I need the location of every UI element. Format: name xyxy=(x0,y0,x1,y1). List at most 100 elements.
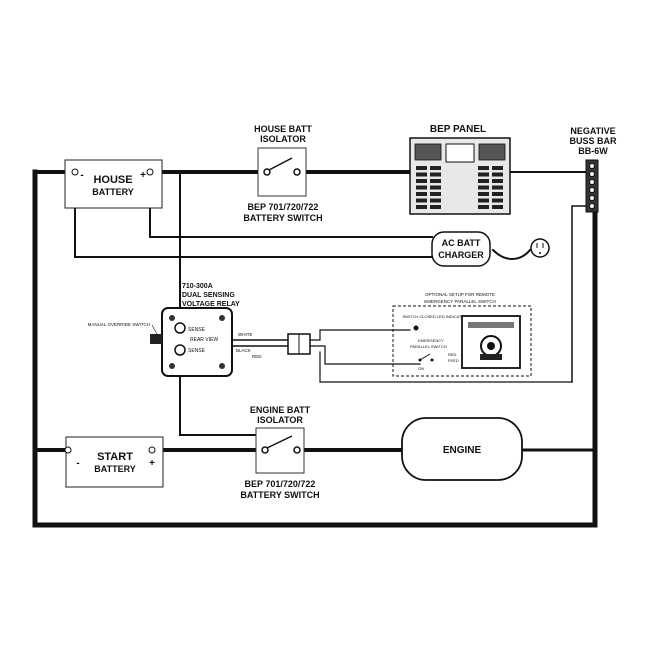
panel-breaker xyxy=(478,192,489,196)
remote-setup: OPTIONAL SETUP FOR REMOTE EMERGENCY PARA… xyxy=(392,292,532,377)
panel-breaker xyxy=(430,185,441,190)
negative-loop-wire xyxy=(32,169,598,528)
panel-breaker xyxy=(478,166,489,170)
house-battery-neg-terminal xyxy=(71,168,79,176)
svg-text:ISOLATOR: ISOLATOR xyxy=(260,134,306,144)
ac-battery-charger: AC BATT CHARGER xyxy=(431,231,550,267)
start-battery-neg-terminal xyxy=(64,446,72,454)
start-battery-pos-terminal xyxy=(148,446,156,454)
svg-text:BEP 701/720/722: BEP 701/720/722 xyxy=(245,479,316,489)
svg-text:CHARGER: CHARGER xyxy=(438,250,484,260)
panel-breakers-right xyxy=(478,166,503,209)
panel-breaker xyxy=(430,172,441,177)
panel-breakers-left xyxy=(416,166,441,209)
svg-text:-: - xyxy=(80,170,83,181)
bus-stud xyxy=(589,187,595,193)
panel-breaker xyxy=(478,172,489,177)
panel-breaker xyxy=(492,185,503,190)
svg-text:+: + xyxy=(149,458,155,469)
start-battery: START BATTERY - + xyxy=(64,436,164,488)
panel-breaker xyxy=(416,198,427,203)
svg-text:HOUSE BATT: HOUSE BATT xyxy=(254,124,312,134)
svg-text:SENSE: SENSE xyxy=(188,348,206,354)
panel-breaker xyxy=(492,205,503,209)
panel-breaker xyxy=(492,179,503,183)
svg-text:RED: RED xyxy=(252,354,262,359)
relay-start-wire xyxy=(179,377,266,436)
negative-buss-bar: NEGATIVE BUSS BAR BB-6W xyxy=(569,126,617,213)
led-indicator-icon xyxy=(413,325,419,331)
panel-breaker xyxy=(416,166,427,170)
svg-text:-: - xyxy=(76,458,79,469)
panel-breaker xyxy=(492,172,503,177)
relay-harness: WHITE BLACK RED xyxy=(236,332,311,359)
bus-stud xyxy=(589,179,595,185)
svg-text:DUAL SENSING: DUAL SENSING xyxy=(182,292,235,299)
panel-breaker xyxy=(478,185,489,190)
svg-text:BLACK: BLACK xyxy=(236,348,251,353)
remote-ground-wire xyxy=(571,205,591,383)
panel-breaker xyxy=(478,205,489,209)
panel-breaker xyxy=(416,205,427,209)
svg-text:SENSE: SENSE xyxy=(188,327,206,333)
svg-text:WHITE: WHITE xyxy=(238,332,253,337)
bus-stud xyxy=(589,203,595,209)
panel-breaker xyxy=(416,185,427,190)
svg-text:REAR VIEW: REAR VIEW xyxy=(190,337,218,343)
svg-text:BATTERY SWITCH: BATTERY SWITCH xyxy=(240,490,319,500)
svg-text:START: START xyxy=(97,451,133,463)
svg-text:PARALLEL SWITCH: PARALLEL SWITCH xyxy=(410,344,447,349)
svg-text:HOUSE: HOUSE xyxy=(93,174,132,186)
bus-stud xyxy=(589,171,595,177)
svg-text:RED: RED xyxy=(448,352,457,357)
svg-text:+: + xyxy=(140,170,146,181)
svg-text:BUSS BAR: BUSS BAR xyxy=(569,136,617,146)
svg-text:AC BATT: AC BATT xyxy=(442,238,481,248)
panel-breaker xyxy=(478,198,489,203)
svg-text:EMERGENCY PARALLEL SWITCH: EMERGENCY PARALLEL SWITCH xyxy=(424,299,495,304)
panel-breaker xyxy=(430,179,441,183)
panel-breaker xyxy=(416,179,427,183)
panel-breaker xyxy=(430,198,441,203)
svg-text:BATTERY: BATTERY xyxy=(92,187,134,197)
svg-text:OPTIONAL SETUP FOR REMOTE: OPTIONAL SETUP FOR REMOTE xyxy=(425,292,495,297)
svg-text:BATTERY SWITCH: BATTERY SWITCH xyxy=(243,213,322,223)
svg-text:BB-6W: BB-6W xyxy=(578,146,608,156)
svg-text:ENGINE BATT: ENGINE BATT xyxy=(250,405,311,415)
svg-text:NEGATIVE: NEGATIVE xyxy=(570,126,615,136)
harness-run-2 xyxy=(309,345,421,365)
svg-text:FEED: FEED xyxy=(448,358,459,363)
harness-run-3 xyxy=(319,351,573,383)
bus-studs xyxy=(589,163,595,209)
panel-breaker xyxy=(492,192,503,196)
house-battery-pos-terminal xyxy=(146,168,154,176)
panel-breaker xyxy=(478,179,489,183)
panel-breaker xyxy=(416,192,427,196)
panel-breaker xyxy=(416,172,427,177)
house-battery: HOUSE BATTERY - + xyxy=(64,159,163,209)
svg-text:BEP PANEL: BEP PANEL xyxy=(430,124,486,135)
svg-text:VOLTAGE RELAY: VOLTAGE RELAY xyxy=(182,301,240,308)
voltage-sensing-relay: 710-300A DUAL SENSING VOLTAGE RELAY SENS… xyxy=(88,283,240,377)
bus-stud xyxy=(589,195,595,201)
bep-panel: BEP PANEL xyxy=(409,124,511,215)
bus-stud xyxy=(589,163,595,169)
svg-text:ISOLATOR: ISOLATOR xyxy=(257,415,303,425)
svg-text:SWITCH CLOSED LED INDICATOR: SWITCH CLOSED LED INDICATOR xyxy=(403,314,468,319)
svg-text:EMERGENCY: EMERGENCY xyxy=(418,338,444,343)
harness-run-1 xyxy=(309,329,411,341)
house-battery-switch: HOUSE BATT ISOLATOR BEP 701/720/722 BATT… xyxy=(243,124,322,223)
panel-breaker xyxy=(430,166,441,170)
engine-battery-switch: ENGINE BATT ISOLATOR BEP 701/720/722 BAT… xyxy=(240,405,319,500)
svg-text:ENGINE: ENGINE xyxy=(443,445,482,456)
panel-breaker xyxy=(492,166,503,170)
ac-plug-icon xyxy=(530,238,550,258)
panel-breaker xyxy=(492,198,503,203)
panel-breaker xyxy=(430,205,441,209)
svg-text:710-300A: 710-300A xyxy=(182,283,213,290)
panel-breaker xyxy=(430,192,441,196)
svg-text:MANUAL OVERRIDE SWITCH: MANUAL OVERRIDE SWITCH xyxy=(88,322,150,327)
charger-ac-cord xyxy=(491,248,532,260)
svg-text:ON: ON xyxy=(418,366,424,371)
